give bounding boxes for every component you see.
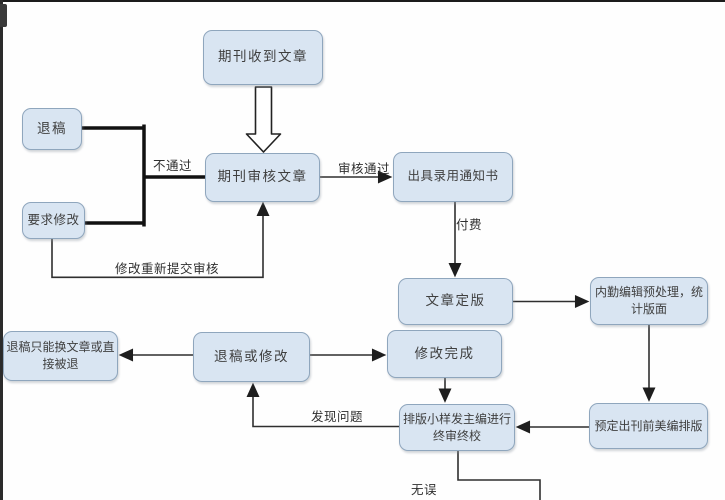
edge-label-no-error: 无误 <box>411 483 438 497</box>
edge-no-error <box>457 451 541 500</box>
edge-problem-found <box>246 382 399 428</box>
node-art-editor-layout: 预定出刊前美编排版 <box>589 403 708 449</box>
node-proof-final-review: 排版小样发主编进行终审终校 <box>399 404 515 451</box>
top-border-line <box>0 0 725 2</box>
edge-label-resubmit: 修改重新提交审核 <box>115 262 220 276</box>
node-journal-reviews-article: 期刊审核文章 <box>205 153 320 202</box>
edge-resubmit <box>51 201 270 279</box>
node-article-finalized: 文章定版 <box>398 278 513 325</box>
node-revision-complete: 修改完成 <box>387 330 502 378</box>
edge-not-passed-bracket <box>80 124 207 227</box>
block-arrow-down <box>245 86 282 153</box>
left-border-line <box>0 0 3 500</box>
edge-label-not-passed: 不通过 <box>153 159 193 173</box>
node-journal-received-article: 期刊收到文章 <box>203 30 323 85</box>
node-request-revision: 要求修改 <box>22 202 85 239</box>
edge-label-review-passed: 审核通过 <box>338 162 391 176</box>
node-reject-manuscript: 退稿 <box>22 108 82 150</box>
edge-label-payment: 付费 <box>456 218 483 232</box>
edge-label-problem-found: 发现问题 <box>311 410 364 424</box>
corner-mark <box>0 4 7 27</box>
node-reject-swap-note: 退稿只能换文章或直接被退 <box>3 331 118 381</box>
node-internal-editor-preprocess: 内勤编辑预处理，统计版面 <box>590 277 708 325</box>
node-acceptance-notice: 出具录用通知书 <box>393 152 513 202</box>
node-reject-or-revise: 退稿或修改 <box>193 332 310 382</box>
